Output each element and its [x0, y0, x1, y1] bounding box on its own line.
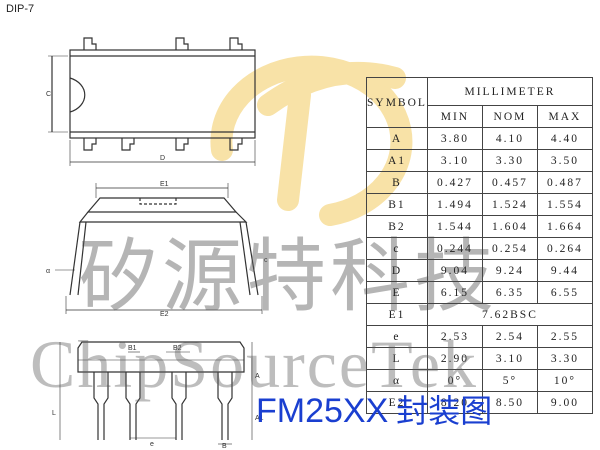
left-lead-outer	[69, 221, 81, 296]
row-symbol: B	[366, 171, 428, 194]
row-nom: 9.24	[481, 259, 538, 282]
row-nom: 6.35	[481, 281, 538, 304]
row-nom: 0.457	[481, 171, 538, 194]
logo-stem	[277, 84, 311, 211]
row-max: 3.50	[536, 149, 593, 172]
row-max: 4.40	[536, 127, 593, 150]
row-min: 6.15	[426, 281, 483, 304]
row-nom: 4.10	[481, 127, 538, 150]
row-nom: 1.524	[481, 193, 538, 216]
package-label: DIP-7	[6, 3, 35, 15]
logo-arc-top	[257, 61, 406, 116]
row-min: 9.04	[426, 259, 483, 282]
dim-label-e: e	[150, 441, 154, 448]
row-min: 3.80	[426, 127, 483, 150]
side-view	[55, 183, 263, 314]
row-max: 3.30	[536, 347, 593, 370]
row-symbol: c	[366, 237, 428, 260]
row-min: 2.90	[426, 347, 483, 370]
row-max: 1.664	[536, 215, 593, 238]
row-max: 0.487	[536, 171, 593, 194]
row-max: 9.00	[536, 391, 593, 414]
row-min: 3.10	[426, 149, 483, 172]
dim-label-b: B	[222, 443, 227, 450]
dim-label-a: A	[255, 373, 260, 380]
row-min: 0.244	[426, 237, 483, 260]
unit-header: MILLIMETER	[426, 77, 593, 106]
row-nom: 3.10	[481, 347, 538, 370]
row-max: 10°	[536, 369, 593, 392]
dim-label-a1: A1	[255, 415, 264, 422]
dim-label-b1: B1	[128, 345, 137, 352]
right-lead-outer	[245, 221, 259, 296]
row-symbol: D	[366, 259, 428, 282]
dim-label-alpha: α	[46, 268, 50, 275]
row-symbol: A1	[366, 149, 428, 172]
right-lead-inner	[239, 221, 251, 296]
row-symbol: E2	[366, 391, 428, 414]
row-nom: 3.30	[481, 149, 538, 172]
dim-label-l: L	[52, 410, 56, 417]
row-nom: 8.50	[481, 391, 538, 414]
row-nom: 1.604	[481, 215, 538, 238]
pin1-notch	[69, 77, 86, 113]
dim-label-e1: E1	[160, 181, 169, 188]
col-nom: NOM	[481, 105, 538, 128]
row-min: 0.427	[426, 171, 483, 194]
row-max: 6.55	[536, 281, 593, 304]
row-nom: 0.254	[481, 237, 538, 260]
left-lead-inner	[77, 221, 87, 296]
col-min: MIN	[426, 105, 483, 128]
row-max: 1.554	[536, 193, 593, 216]
top-view	[48, 37, 256, 166]
row-min: 1.544	[426, 215, 483, 238]
symbol-header: SYMBOL	[366, 77, 428, 128]
row-min: 8.20	[426, 391, 483, 414]
side-body-top	[86, 197, 238, 213]
row-merged-value: 7.62BSC	[426, 303, 593, 326]
row-symbol: B2	[366, 215, 428, 238]
row-symbol: B1	[366, 193, 428, 216]
dim-label-d: D	[160, 155, 165, 162]
row-max: 2.55	[536, 325, 593, 348]
row-symbol: E	[366, 281, 428, 304]
row-min: 1.494	[426, 193, 483, 216]
dim-label-e2: E2	[160, 311, 169, 318]
row-symbol: A	[366, 127, 428, 150]
top-view-body	[69, 49, 256, 139]
dim-label-c-side: c	[264, 257, 268, 264]
row-symbol: E1	[366, 303, 428, 326]
package-title-suffix: 封装图	[396, 392, 493, 430]
row-nom: 2.54	[481, 325, 538, 348]
col-max: MAX	[536, 105, 593, 128]
row-max: 9.44	[536, 259, 593, 282]
front-view	[59, 341, 253, 445]
package-title-part: FM25XX	[256, 392, 389, 430]
dim-label-b2: B2	[173, 345, 182, 352]
watermark-english: ChipSourceTek	[30, 326, 479, 402]
dim-label-c: C	[46, 91, 51, 98]
row-max: 0.264	[536, 237, 593, 260]
